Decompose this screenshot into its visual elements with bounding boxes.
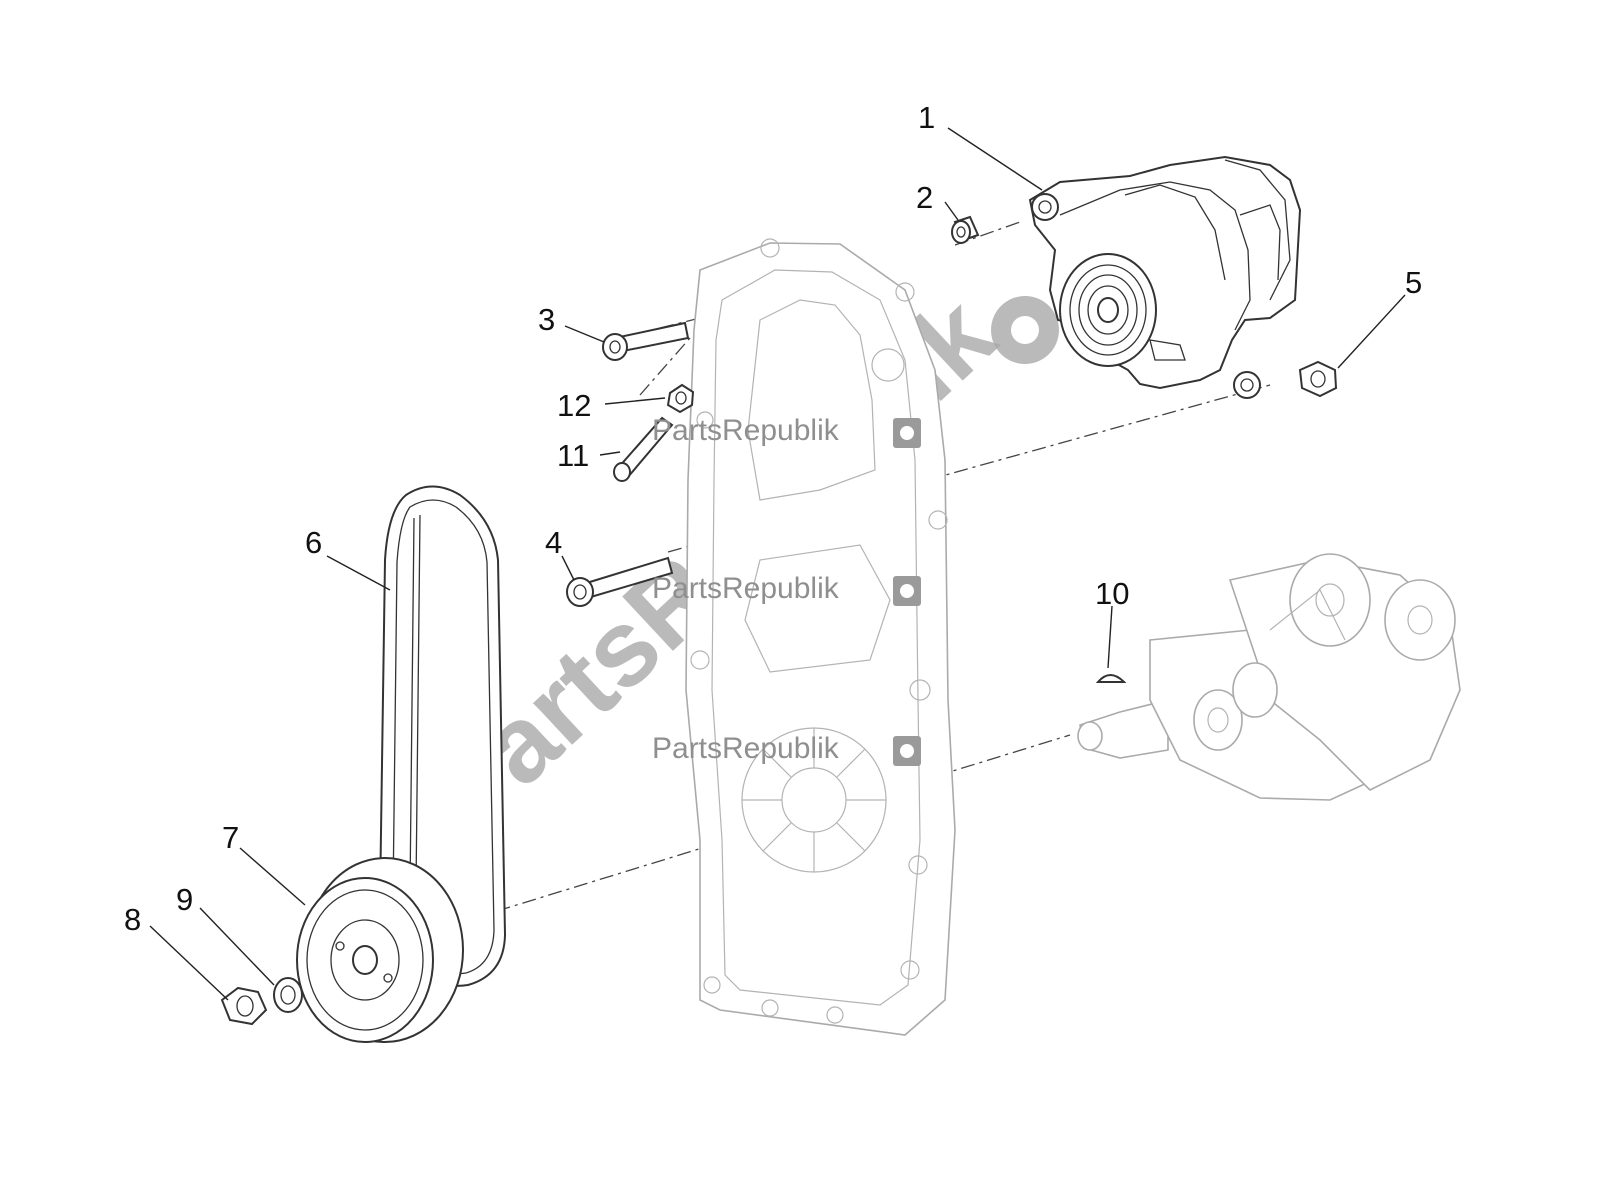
crankcase-cover [685,238,956,1036]
nut-hex [1298,360,1338,398]
callout-2: 2 [916,180,933,215]
leader-lines [149,127,1406,1001]
callout-labels: 1 2 3 4 5 6 7 8 9 10 11 12 [124,100,1422,937]
pulley-nut [220,986,268,1026]
callout-6: 6 [305,525,322,560]
drive-pulley [296,857,464,1043]
watermark-small-1: PartsRepublik [652,414,921,448]
washer [273,977,303,1013]
alternator [1028,155,1302,399]
callout-10: 10 [1095,576,1129,611]
crankshaft [1077,553,1461,801]
woodruff-key [1095,674,1127,683]
callout-8: 8 [124,902,141,937]
watermark-small-text-2: PartsRepublik [652,572,840,605]
callout-4: 4 [545,525,562,560]
stud-bolt [613,416,674,482]
callout-7: 7 [222,820,239,855]
callout-11: 11 [557,438,589,473]
watermark-small-3: PartsRepublik [652,732,921,766]
screw-long [566,556,674,607]
callout-5: 5 [1405,265,1422,300]
watermark-small-2: PartsRepublik [652,572,921,606]
callout-12: 12 [557,388,591,423]
watermark-small-group: PartsRepublik PartsRepublik PartsRepubli… [652,414,921,766]
nut-small [666,383,695,414]
callout-3: 3 [538,302,555,337]
watermark-small-text-3: PartsRepublik [652,732,840,765]
callout-1: 1 [918,100,935,135]
watermark-large-gear-icon [991,296,1059,364]
spacer-bush [951,215,980,244]
drive-belt [378,485,507,987]
screw-short [602,321,690,361]
watermark-small-text-1: PartsRepublik [652,414,840,447]
callout-9: 9 [176,882,193,917]
